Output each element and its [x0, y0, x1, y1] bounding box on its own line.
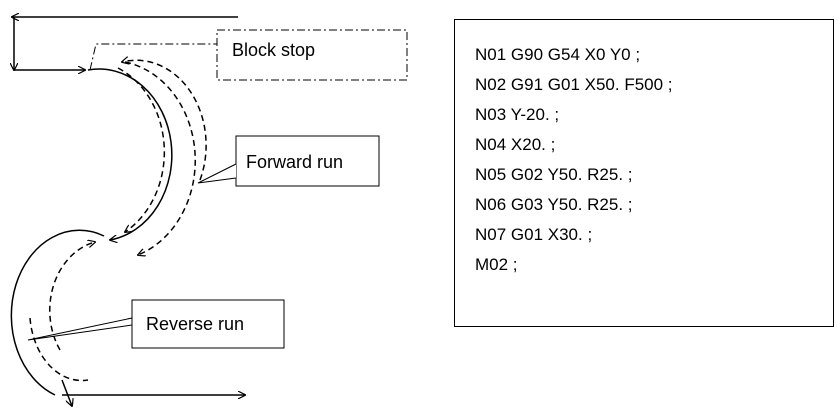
program-line-8: M02 ;	[475, 255, 518, 274]
block-stop-label: Block stop	[232, 40, 315, 60]
reverse-run-leader	[27, 317, 133, 341]
path-arc-g03	[10, 229, 105, 396]
forward-run-arc-inner	[117, 67, 166, 232]
forward-run-box	[235, 135, 380, 187]
reverse-run-label: Reverse run	[146, 314, 244, 334]
program-listing: N01 G90 G54 X0 Y0 ; N02 G91 G01 X50. F50…	[454, 19, 834, 327]
final-down-arrow	[61, 379, 72, 406]
reverse-run-arc-bottom	[29, 317, 89, 382]
block-stop-box	[216, 29, 408, 81]
reverse-run-box	[131, 299, 285, 349]
forward-run-leader	[197, 163, 237, 184]
program-line-2: N02 G91 G01 X50. F500 ;	[475, 75, 673, 94]
program-line-4: N04 X20. ;	[475, 135, 556, 154]
program-line-1: N01 G90 G54 X0 Y0 ;	[475, 45, 641, 64]
forward-run-arc-outer	[124, 61, 196, 255]
reverse-run-arc-top	[49, 242, 95, 351]
program-line-5: N05 G02 Y50. R25. ;	[475, 165, 633, 184]
program-line-6: N06 G03 Y50. R25. ;	[475, 195, 633, 214]
forward-run-arc-start	[122, 60, 207, 181]
path-arc-g02	[87, 68, 173, 240]
forward-run-label: Forward run	[246, 152, 343, 172]
program-line-7: N07 G01 X30. ;	[475, 225, 593, 244]
program-line-3: N03 Y-20. ;	[475, 105, 560, 124]
block-stop-leader	[89, 43, 217, 71]
